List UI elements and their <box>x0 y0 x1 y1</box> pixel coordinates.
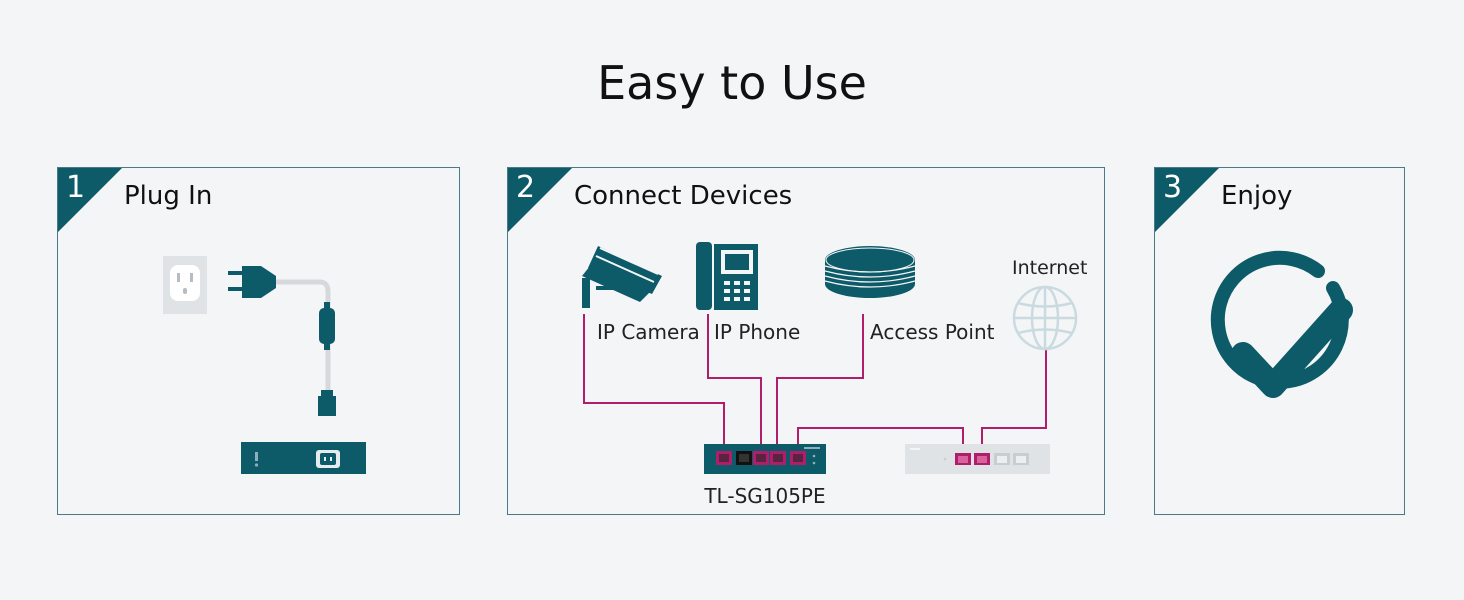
step-3-panel: 3 Enjoy <box>1154 167 1405 515</box>
step-3-corner-badge <box>1155 168 1219 232</box>
internet-globe-icon <box>1012 285 1078 351</box>
ip-phone-icon <box>696 242 758 310</box>
page-title: Easy to Use <box>597 56 867 110</box>
step-1-corner-badge <box>58 168 122 232</box>
check-circle-icon <box>1210 250 1353 398</box>
poe-switch-icon <box>704 444 826 474</box>
power-cord-icon <box>228 266 336 416</box>
switch-back-panel-icon <box>241 442 366 474</box>
ip-camera-label: IP Camera <box>597 320 700 344</box>
internet-label: Internet <box>1012 257 1088 279</box>
plug-in-illustration <box>163 256 366 474</box>
ip-phone-label: IP Phone <box>714 320 801 344</box>
step-1-title: Plug In <box>124 181 213 211</box>
router-icon <box>905 444 1050 474</box>
step-1-panel: 1 Plug In <box>57 167 460 515</box>
wall-outlet-icon <box>163 256 207 314</box>
step-2-title: Connect Devices <box>574 181 793 211</box>
ip-camera-icon <box>582 246 662 308</box>
step-1-number: 1 <box>66 170 86 205</box>
step-2-number: 2 <box>516 170 536 205</box>
step-2-corner-badge <box>508 168 572 232</box>
switch-model-label: TL-SG105PE <box>704 484 826 508</box>
step-3-title: Enjoy <box>1221 181 1293 211</box>
step-3-number: 3 <box>1163 170 1183 205</box>
connect-devices-diagram <box>582 242 1078 474</box>
access-point-icon <box>824 246 916 298</box>
network-cables <box>583 314 1047 453</box>
access-point-label: Access Point <box>870 320 995 344</box>
step-2-panel: 2 Connect Devices <box>507 167 1105 515</box>
